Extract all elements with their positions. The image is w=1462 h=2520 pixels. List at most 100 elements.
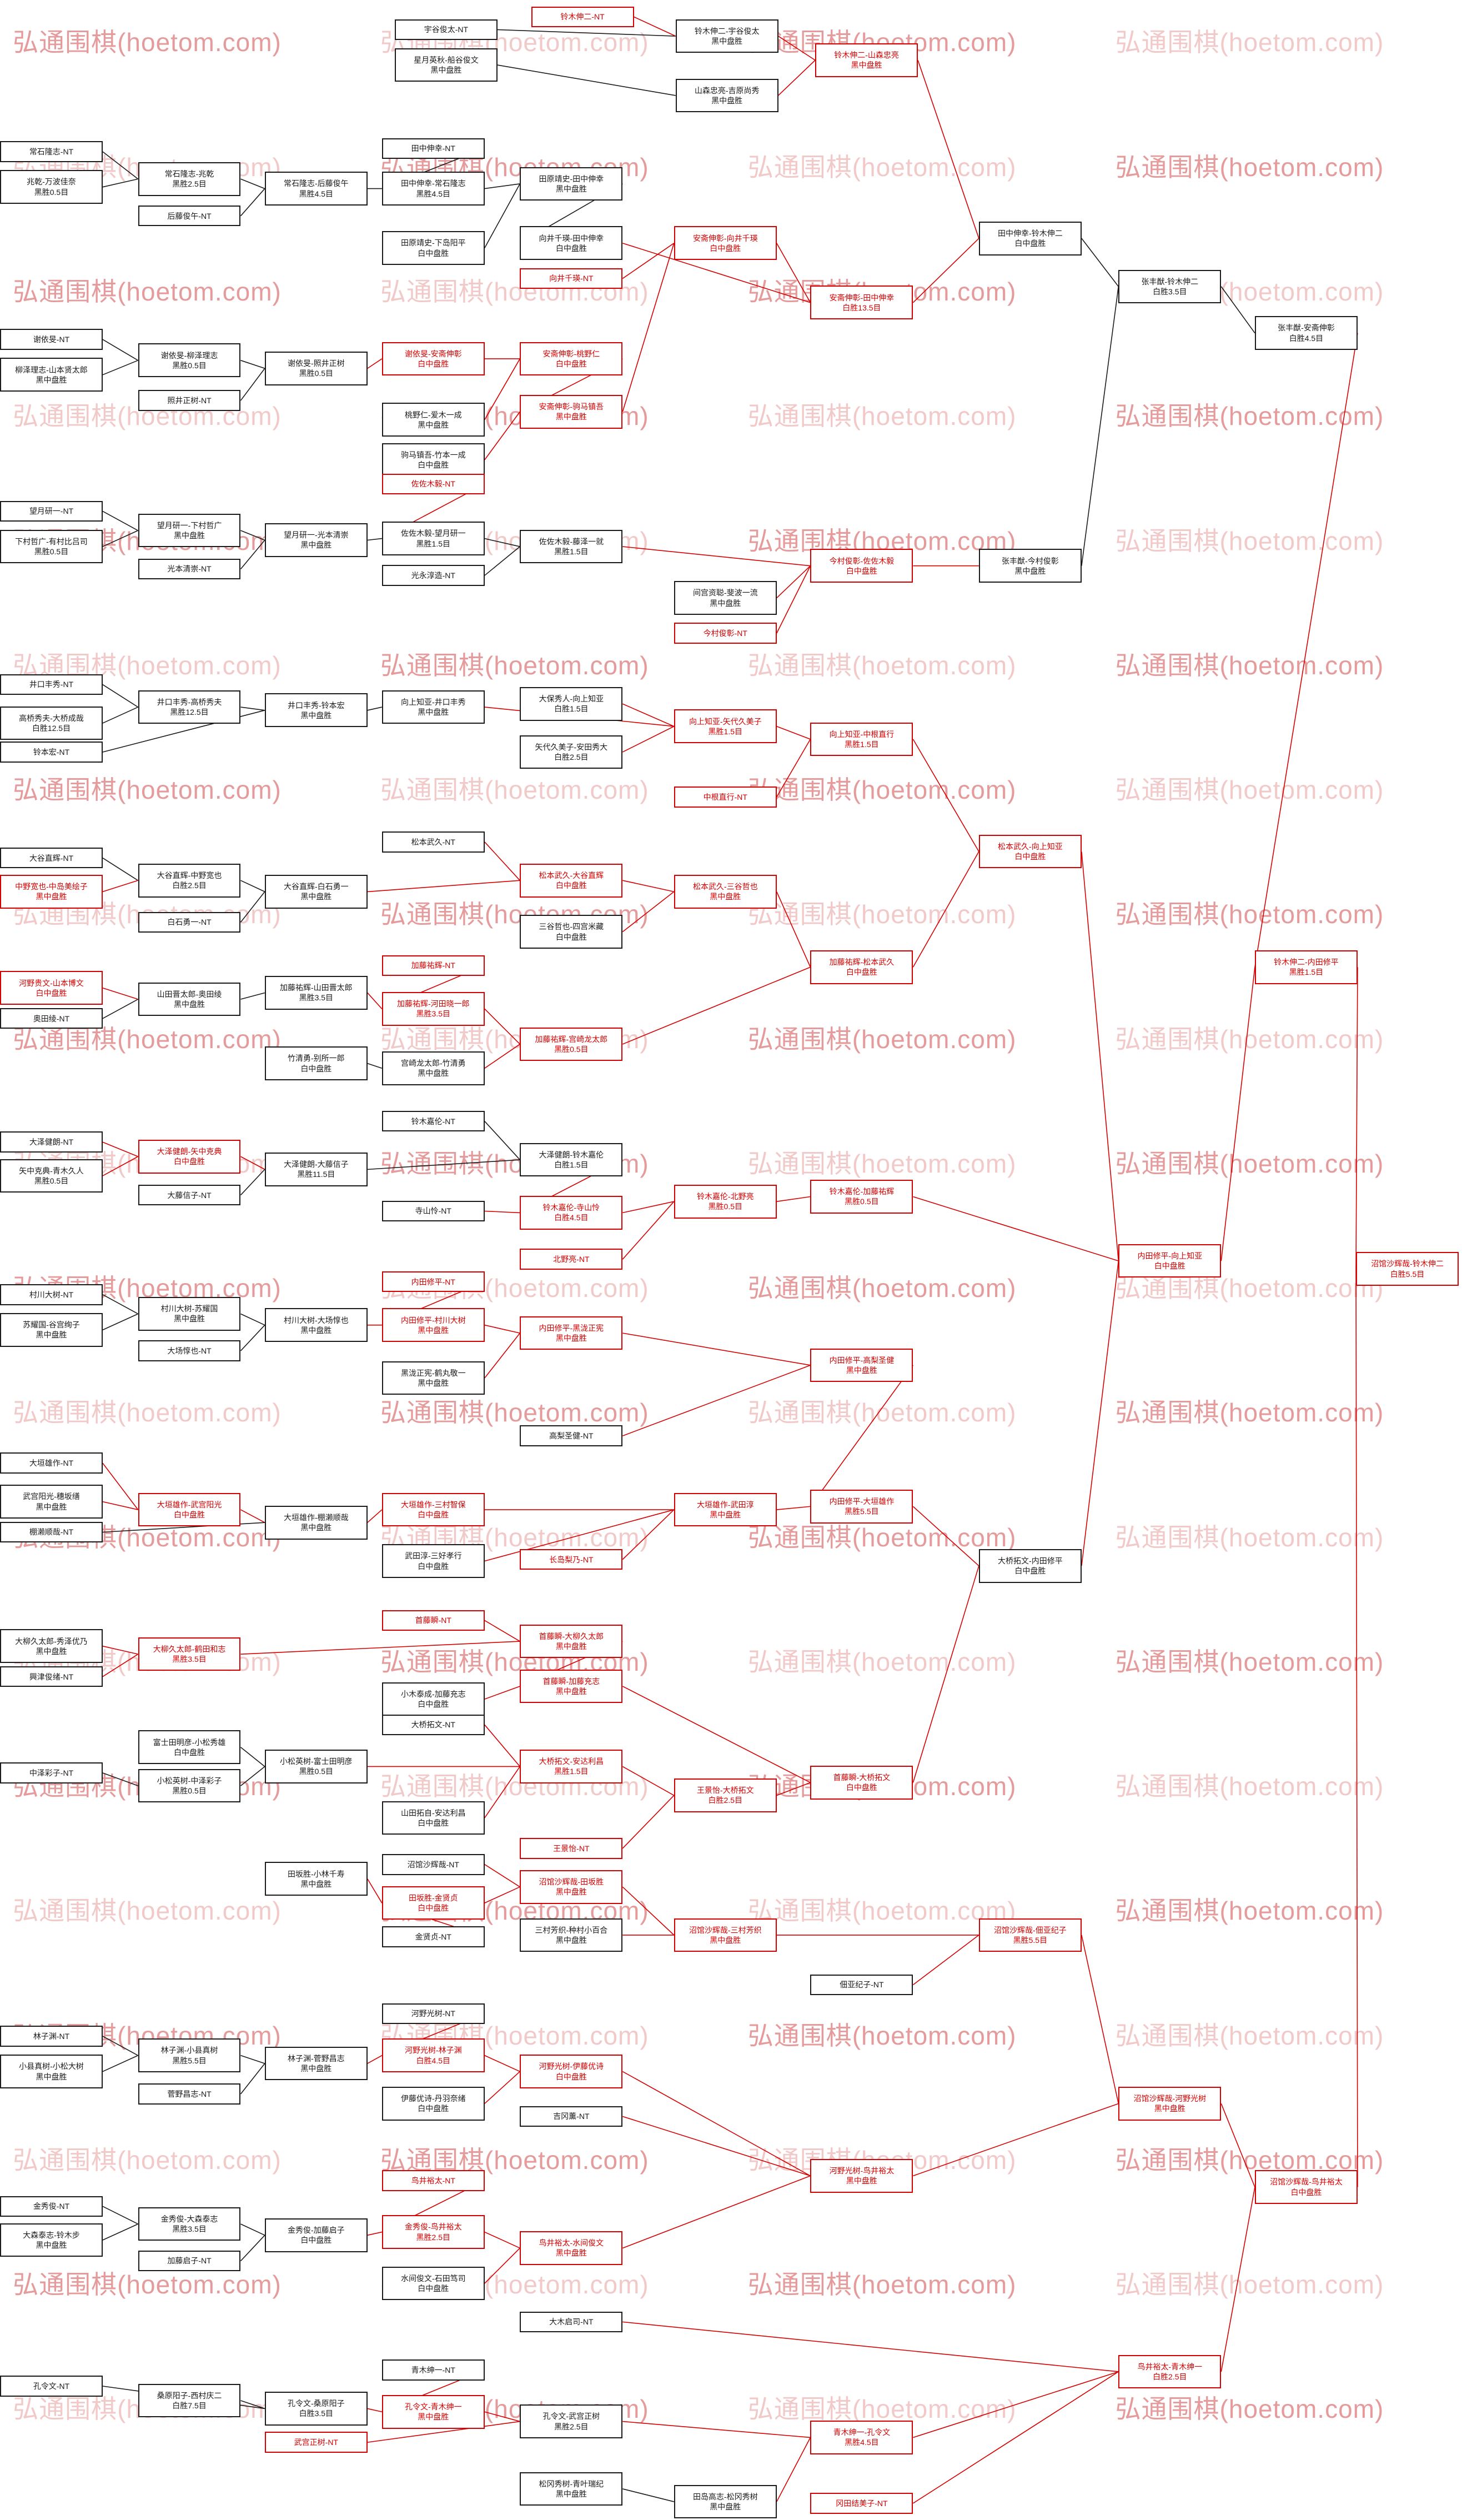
bracket-match-result[interactable]: 高桥秀夫-大桥成哉白胜12.5目	[0, 706, 103, 740]
bracket-match-result[interactable]: 大垣雄作-武宫阳光白中盘胜	[138, 1492, 241, 1527]
bracket-match-result[interactable]: 大垣雄作-三村智保白中盘胜	[381, 1492, 485, 1527]
bracket-match-result[interactable]: 竹清勇-别所一郎白中盘胜	[264, 1046, 368, 1080]
bracket-match-result[interactable]: 大垣雄作-武田淳黑中盘胜	[674, 1492, 777, 1527]
bracket-match-result[interactable]: 沼馆沙辉哉-鸟井裕太白中盘胜	[1254, 2170, 1358, 2204]
bracket-match-result[interactable]: 矢代久美子-安田秀大白胜2.5目	[520, 735, 623, 769]
bracket-match-result[interactable]: 金秀俊-鸟井裕太黑胜2.5目	[381, 2215, 485, 2249]
bracket-match-result[interactable]: 河野光树-林子渊白胜4.5目	[381, 2038, 485, 2072]
bracket-match-result[interactable]: 田中伸幸-铃木伸二白中盘胜	[978, 221, 1082, 255]
bracket-match-result[interactable]: 首藤瞬-加藤充志黑中盘胜	[520, 1669, 623, 1704]
bracket-match-result[interactable]: 佐佐木毅-藤泽一就黑胜1.5目	[520, 529, 623, 564]
bracket-match-result[interactable]: 谢依旻-安斋伸彰白中盘胜	[381, 342, 485, 376]
bracket-match-result[interactable]: 柳泽理志-山本贤太郎黑中盘胜	[0, 358, 103, 392]
bracket-match-result[interactable]: 大桥拓文-安达利昌黑胜1.5目	[520, 1750, 623, 1783]
bracket-match-result[interactable]: 加藤祐辉-河田晓一郎黑胜3.5目	[381, 992, 485, 1026]
bracket-match-result[interactable]: 田坂胜-小林千寿黑中盘胜	[264, 1862, 368, 1896]
bracket-match-result[interactable]: 田岛高志-松冈秀树黑中盘胜	[674, 2484, 777, 2519]
bracket-match-result[interactable]: 松本武久-三谷哲也黑中盘胜	[674, 875, 777, 909]
bracket-match-result[interactable]: 大森泰志-铃木步黑中盘胜	[0, 2223, 103, 2257]
bracket-match-result[interactable]: 张丰猷-铃木伸二白胜3.5目	[1118, 269, 1222, 304]
bracket-match-result[interactable]: 向上知亚-中根直行黑胜1.5目	[810, 722, 913, 756]
bracket-match-result[interactable]: 张丰猷-安斋伸彰白胜4.5目	[1254, 316, 1358, 350]
bracket-match-result[interactable]: 间宫资聪-斐波一流黑中盘胜	[674, 581, 777, 615]
bracket-match-result[interactable]: 内田修平-向上知亚白中盘胜	[1118, 1244, 1222, 1278]
bracket-match-result[interactable]: 铃木嘉伦-加藤祐辉黑胜0.5目	[810, 1180, 913, 1214]
bracket-match-result[interactable]: 村川大树-大场惇也黑中盘胜	[264, 1308, 368, 1342]
bracket-match-result[interactable]: 松冈秀树-青叶瑞纪黑中盘胜	[520, 2472, 623, 2506]
bracket-match-result[interactable]: 松本武久-向上知亚白中盘胜	[978, 834, 1082, 869]
bracket-match-result[interactable]: 林子渊-小县真树黑胜5.5目	[138, 2038, 241, 2072]
bracket-match-result[interactable]: 孔令文-青木绅一黑中盘胜	[381, 2394, 485, 2429]
bracket-match-result[interactable]: 青木绅一-孔令文黑胜4.5目	[810, 2421, 913, 2454]
bracket-match-result[interactable]: 安斋伸彰-桃野仁白中盘胜	[520, 342, 623, 376]
bracket-match-result[interactable]: 田中伸幸-常石隆志黑胜4.5目	[381, 172, 485, 206]
bracket-match-result[interactable]: 山森忠亮-吉原尚秀黑中盘胜	[675, 78, 778, 113]
bracket-match-result[interactable]: 首藤瞬-大柳久太郎黑中盘胜	[520, 1624, 623, 1659]
bracket-match-result[interactable]: 小松英树-中泽彩子黑胜0.5目	[138, 1768, 241, 1803]
bracket-match-result[interactable]: 武宫阳光-穗坂缮黑中盘胜	[0, 1485, 103, 1519]
bracket-match-result[interactable]: 加藤祐辉-松本武久白中盘胜	[810, 950, 913, 984]
bracket-match-result[interactable]: 河野光树-伊藤优诗白中盘胜	[520, 2055, 623, 2088]
bracket-match-result[interactable]: 谢依旻-柳泽理志黑胜0.5目	[138, 343, 241, 378]
bracket-match-result[interactable]: 鸟井裕太-青木绅一白胜2.5目	[1118, 2354, 1222, 2389]
bracket-match-result[interactable]: 河野贵文-山本博文白中盘胜	[0, 971, 103, 1005]
bracket-match-result[interactable]: 常石隆志-后藤俊午黑胜4.5目	[264, 172, 368, 206]
bracket-match-result[interactable]: 伊藤优诗-丹羽奈绪白中盘胜	[381, 2087, 485, 2121]
bracket-match-result[interactable]: 沼馆沙辉哉-田坂胜黑中盘胜	[520, 1870, 623, 1904]
bracket-match-result[interactable]: 井口丰秀-高桥秀夫黑胜12.5目	[138, 690, 241, 724]
bracket-match-result[interactable]: 水间俊文-石田笃司白中盘胜	[381, 2266, 485, 2301]
bracket-match-result[interactable]: 大泽健朗-矢中克典白中盘胜	[138, 1139, 241, 1174]
bracket-match-result[interactable]: 铃木伸二-山森忠亮黑中盘胜	[815, 43, 918, 77]
bracket-match-result[interactable]: 加藤祐辉-山田晋太郎黑胜3.5目	[264, 976, 368, 1010]
bracket-match-result[interactable]: 内田修平-村川大树黑中盘胜	[381, 1308, 485, 1342]
bracket-match-result[interactable]: 驹马镇吾-竹本一成白中盘胜	[381, 443, 485, 477]
bracket-match-result[interactable]: 安斋伸彰-田中伸幸白胜13.5目	[810, 285, 913, 320]
bracket-match-result[interactable]: 沼馆沙辉哉-河野光树黑中盘胜	[1118, 2087, 1222, 2121]
bracket-match-result[interactable]: 小松英树-富士田明彦黑胜0.5目	[264, 1750, 368, 1783]
bracket-match-result[interactable]: 井口丰秀-铃本宏黑中盘胜	[264, 693, 368, 728]
bracket-match-result[interactable]: 加藤祐辉-宫崎龙太郎黑胜0.5目	[520, 1027, 623, 1061]
bracket-match-result[interactable]: 中野宽也-中岛美绘子黑中盘胜	[0, 875, 103, 909]
bracket-match-result[interactable]: 沼馆沙辉哉-铃木伸二白胜5.5目	[1356, 1252, 1459, 1286]
bracket-match-result[interactable]: 孔令文-桑原阳子白胜3.5目	[264, 2392, 368, 2426]
bracket-match-result[interactable]: 谢依旻-照井正树黑胜0.5目	[264, 351, 368, 385]
bracket-match-result[interactable]: 大柳久太郎-鹤田和志黑胜3.5目	[138, 1637, 241, 1671]
bracket-match-result[interactable]: 苏耀国-谷宫绚子黑中盘胜	[0, 1313, 103, 1347]
bracket-match-result[interactable]: 田原靖史-田中伸幸黑中盘胜	[520, 167, 623, 201]
bracket-match-result[interactable]: 向井千瑛-田中伸幸白中盘胜	[520, 226, 623, 260]
bracket-match-result[interactable]: 大泽健朗-大藤信子黑胜11.5目	[264, 1153, 368, 1186]
bracket-match-result[interactable]: 村川大树-苏耀国黑中盘胜	[138, 1297, 241, 1331]
bracket-match-result[interactable]: 下村哲广-有村比吕司黑胜0.5目	[0, 529, 103, 564]
bracket-match-result[interactable]: 向上知亚-井口丰秀黑中盘胜	[381, 690, 485, 724]
bracket-match-result[interactable]: 田原靖史-下岛阳平白中盘胜	[381, 231, 485, 265]
bracket-match-result[interactable]: 首藤瞬-大桥拓文白中盘胜	[810, 1766, 913, 1800]
bracket-match-result[interactable]: 大垣雄作-棚濑顺哉黑中盘胜	[264, 1505, 368, 1540]
bracket-match-result[interactable]: 林子渊-菅野昌志黑中盘胜	[264, 2046, 368, 2081]
bracket-match-result[interactable]: 田坂胜-金贤贞白中盘胜	[381, 1886, 485, 1920]
bracket-match-result[interactable]: 桑原阳子-西村庆二白胜7.5目	[138, 2383, 241, 2418]
bracket-match-result[interactable]: 黑泷正宪-鹤丸敬一黑中盘胜	[381, 1361, 485, 1395]
bracket-match-result[interactable]: 武田淳-三好孝行白中盘胜	[381, 1544, 485, 1578]
bracket-match-result[interactable]: 山田晋太郎-奥田绫黑中盘胜	[138, 982, 241, 1016]
bracket-match-result[interactable]: 星月英秋-船谷俊文黑中盘胜	[394, 48, 498, 82]
bracket-match-result[interactable]: 桃野仁-爱木一成黑中盘胜	[381, 403, 485, 437]
bracket-match-result[interactable]: 大谷直辉-白石勇一黑中盘胜	[264, 875, 368, 909]
bracket-match-result[interactable]: 铃木嘉伦-寺山怜白胜4.5目	[520, 1196, 623, 1230]
bracket-match-result[interactable]: 安斋伸彰-向井千瑛白中盘胜	[674, 226, 777, 260]
bracket-match-result[interactable]: 沼馆沙辉哉-三村芳织黑中盘胜	[674, 1918, 777, 1952]
bracket-match-result[interactable]: 内田修平-大垣雄作黑胜5.5目	[810, 1489, 913, 1524]
bracket-match-result[interactable]: 山田拓自-安达利昌白中盘胜	[381, 1801, 485, 1835]
bracket-match-result[interactable]: 内田修平-黑泷正宪黑中盘胜	[520, 1316, 623, 1350]
bracket-match-result[interactable]: 大谷直辉-中野宽也白胜2.5目	[138, 863, 241, 898]
bracket-match-result[interactable]: 望月研一-下村哲广黑中盘胜	[138, 513, 241, 548]
bracket-match-result[interactable]: 大泽健朗-铃木嘉伦白胜1.5目	[520, 1143, 623, 1177]
bracket-match-result[interactable]: 望月研一-光本清崇黑中盘胜	[264, 523, 368, 557]
bracket-match-result[interactable]: 安斋伸彰-驹马镇吾黑中盘胜	[520, 394, 623, 429]
bracket-match-result[interactable]: 矢中克典-青木久人黑胜0.5目	[0, 1159, 103, 1193]
bracket-match-result[interactable]: 佐佐木毅-望月研一黑胜1.5目	[381, 522, 485, 555]
bracket-match-result[interactable]: 小木泰成-加藤充志白中盘胜	[381, 1682, 485, 1716]
bracket-match-result[interactable]: 向上知亚-矢代久美子黑胜1.5目	[674, 709, 777, 744]
bracket-match-result[interactable]: 今村俊彰-佐佐木毅白中盘胜	[810, 549, 913, 583]
bracket-match-result[interactable]: 三谷哲也-四宫米藏白中盘胜	[520, 915, 623, 949]
bracket-match-result[interactable]: 大桥拓文-内田修平白中盘胜	[978, 1549, 1082, 1583]
